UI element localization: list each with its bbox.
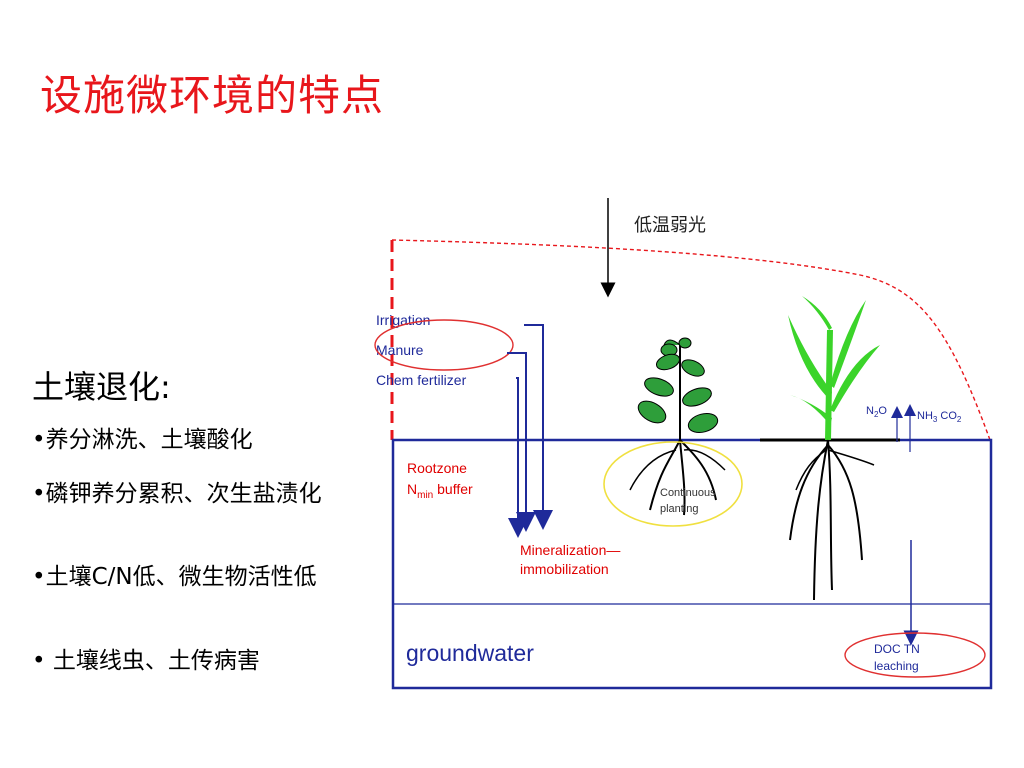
continuous-label: Continuous xyxy=(660,487,716,499)
bullet-item: •养分淋洗、土壤酸化 xyxy=(32,427,253,453)
rootzone-buffer-label: Nmin buffer xyxy=(407,481,473,501)
rootzone-ellipse xyxy=(603,441,743,527)
mineralization-label: Mineralization— xyxy=(520,542,620,558)
bullet-item: •磷钾养分累积、次生盐渍化 xyxy=(32,481,322,507)
leaching-label-2: leaching xyxy=(874,659,919,673)
bullet-item: •土壤C/N低、微生物活性低 xyxy=(32,564,317,590)
leaching-ellipse xyxy=(844,632,986,678)
inputs-ellipse xyxy=(374,319,514,371)
slide-title: 设施微环境的特点 xyxy=(40,71,385,120)
groundwater-label: groundwater xyxy=(406,640,534,666)
light-label: 低温弱光 xyxy=(634,215,706,236)
rootzone-label: Rootzone xyxy=(407,460,467,476)
input-label: Irrigation xyxy=(376,312,430,328)
immobilization-label: immobilization xyxy=(520,561,609,577)
input-label: Chem fertilizer xyxy=(376,372,467,388)
planting-label: planting xyxy=(660,503,699,515)
bullet-item: • 土壤线虫、土传病害 xyxy=(32,648,260,674)
n2o-label: N2O xyxy=(866,405,887,419)
leaching-label: DOC TN xyxy=(874,642,920,656)
corn-plant-icon xyxy=(788,296,880,601)
irrigation-arrow xyxy=(524,324,553,530)
manure-arrow xyxy=(507,352,536,532)
section-heading: 土壤退化: xyxy=(32,368,171,406)
soil-box xyxy=(391,438,993,690)
input-label: Manure xyxy=(376,342,424,358)
greenhouse-roof-curve xyxy=(391,239,991,441)
fertilizer-arrow xyxy=(508,377,528,538)
seedling-plant-icon xyxy=(629,337,726,516)
nh3-co2-label: NH3 CO2 xyxy=(917,410,962,424)
